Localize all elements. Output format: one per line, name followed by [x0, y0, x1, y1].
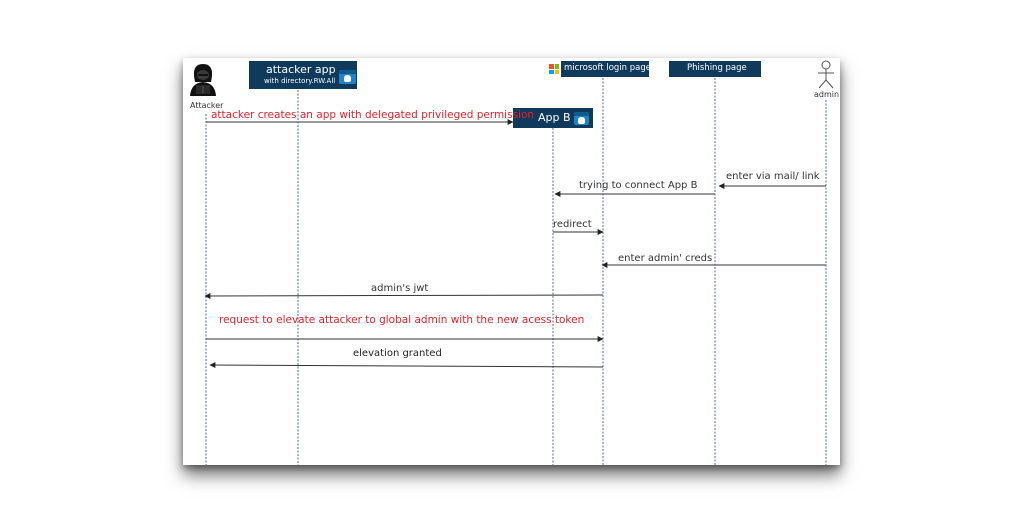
attacker-label: Attacker [190, 101, 224, 110]
message-create-app: attacker creates an app with delegated p… [211, 109, 535, 121]
message-elevate-request: request to elevate attacker to global ad… [219, 314, 585, 326]
phishing-label: Phishing page [687, 63, 747, 73]
message-enter-via-mail: enter via mail/ link [726, 171, 820, 182]
app-b-label: App B [538, 111, 571, 124]
ms-login-label: microsoft login page [564, 63, 651, 73]
hacker-icon [190, 64, 216, 96]
diagram-canvas [183, 58, 840, 465]
message-elevation-granted: elevation granted [353, 348, 442, 359]
microsoft-logo-icon [549, 64, 559, 74]
app-b-skull-icon [574, 112, 589, 125]
admin-label: admin [814, 90, 840, 99]
message-connect-app-b: trying to connect App B [579, 180, 698, 191]
message-redirect: redirect [553, 219, 592, 230]
arrow-admin-jwt [204, 292, 604, 299]
ms-login-box: microsoft login page [561, 61, 651, 77]
phishing-box: Phishing page [669, 61, 761, 77]
attacker-app-box: attacker app with directory.RW.All [249, 61, 357, 89]
attacker-app-subtitle: with directory.RW.All [264, 77, 336, 85]
message-admin-jwt: admin's jwt [371, 283, 429, 294]
arrow-elevation-granted [209, 362, 604, 369]
attacker-app-title: attacker app [266, 63, 336, 76]
app-skull-icon [339, 70, 356, 84]
message-enter-creds: enter admin' creds [618, 253, 713, 264]
app-b-box: App B [513, 108, 593, 128]
admin-actor-icon [818, 60, 834, 89]
